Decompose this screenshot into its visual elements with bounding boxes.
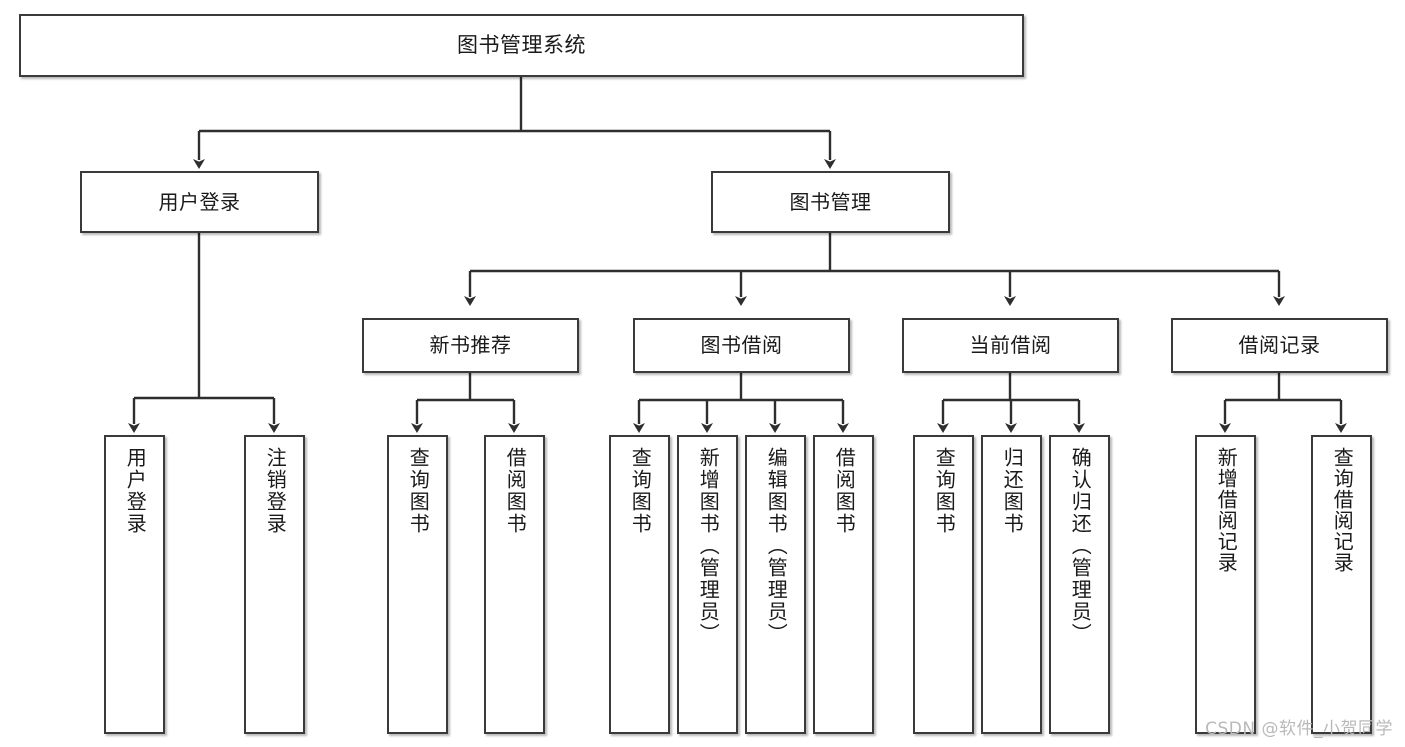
node-new-book-recommend[interactable]: 新书推荐 <box>362 318 579 373</box>
node-label: 图书借阅 <box>700 333 783 357</box>
leaf-user-login-logout[interactable]: 注销登录 <box>244 435 305 734</box>
leaf-book-borrow-query-book[interactable]: 查询图书 <box>609 435 670 734</box>
node-label: 借阅图书 <box>832 447 857 535</box>
node-label: 当前借阅 <box>969 333 1052 357</box>
node-label: 图书管理 <box>789 189 872 214</box>
node-label: 图书管理系统 <box>457 33 586 58</box>
node-label: 编辑图书（管理员） <box>764 447 789 645</box>
leaf-borrow-record-add-record[interactable]: 新增借阅记录 <box>1195 435 1256 734</box>
node-label: 查询借阅记录 <box>1330 447 1355 573</box>
node-label: 借阅记录 <box>1238 333 1321 357</box>
leaf-book-borrow-add-book-admin[interactable]: 新增图书（管理员） <box>677 435 738 734</box>
leaf-current-borrow-return-book[interactable]: 归还图书 <box>981 435 1042 734</box>
leaf-new-book-borrow-book[interactable]: 借阅图书 <box>484 435 545 734</box>
node-book-borrow[interactable]: 图书借阅 <box>633 318 850 373</box>
node-borrow-record[interactable]: 借阅记录 <box>1171 318 1388 373</box>
node-label: 用户登录 <box>158 189 241 214</box>
leaf-current-borrow-query-book[interactable]: 查询图书 <box>913 435 974 734</box>
node-label: 新增图书（管理员） <box>696 447 721 645</box>
node-label: 查询图书 <box>628 447 653 535</box>
leaf-user-login-login[interactable]: 用户登录 <box>104 435 165 734</box>
node-label: 查询图书 <box>406 447 431 535</box>
leaf-new-book-query-book[interactable]: 查询图书 <box>387 435 448 734</box>
leaf-current-borrow-confirm-return-admin[interactable]: 确认归还（管理员） <box>1049 435 1110 734</box>
node-label: 新增借阅记录 <box>1214 447 1239 573</box>
leaf-borrow-record-query-record[interactable]: 查询借阅记录 <box>1311 435 1372 734</box>
node-label: 查询图书 <box>932 447 957 535</box>
leaf-book-borrow-borrow-book[interactable]: 借阅图书 <box>813 435 874 734</box>
node-label: 归还图书 <box>1000 447 1025 535</box>
leaf-book-borrow-edit-book-admin[interactable]: 编辑图书（管理员） <box>745 435 806 734</box>
node-root-book-management-system[interactable]: 图书管理系统 <box>19 14 1024 77</box>
node-label: 注销登录 <box>263 447 288 535</box>
node-label: 新书推荐 <box>429 333 512 357</box>
node-book-management[interactable]: 图书管理 <box>711 171 950 233</box>
node-current-borrow[interactable]: 当前借阅 <box>902 318 1119 373</box>
node-user-login[interactable]: 用户登录 <box>80 171 319 233</box>
node-label: 确认归还（管理员） <box>1068 447 1093 645</box>
node-label: 用户登录 <box>123 447 148 535</box>
node-label: 借阅图书 <box>503 447 528 535</box>
